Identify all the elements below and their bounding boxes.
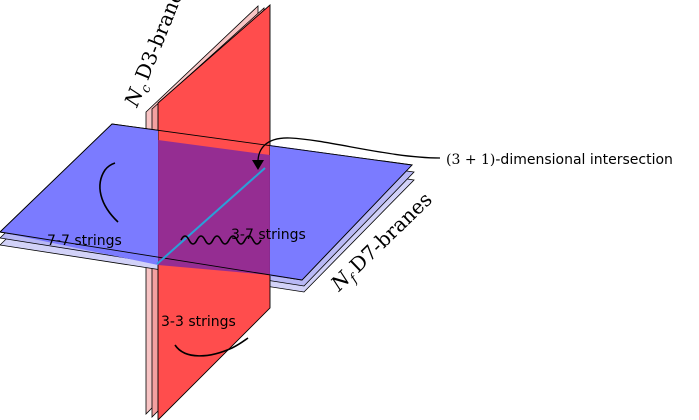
d3-d7-overlap-region: [158, 140, 270, 275]
intersection-line: [156, 167, 266, 265]
intersection-label: (3 + 1)-dimensional intersection: [446, 152, 673, 168]
d3-label-text: D3-branes: [130, 0, 192, 83]
strings-77-label: 7-7 strings: [47, 233, 122, 249]
strings-33-label: 3-3 strings: [161, 314, 236, 330]
string-77-curve: [99, 162, 119, 223]
string-33-curve: [174, 337, 249, 357]
intersection-label-text: -dimensional intersection: [495, 152, 673, 168]
d7-brane-edge: [0, 123, 413, 281]
intersection-label-math: (3 + 1): [446, 152, 495, 168]
d7-brane-front-strip: [0, 124, 158, 265]
intersection-arrow: [257, 137, 441, 163]
string-37-wavy: [180, 235, 262, 245]
strings-37-label: 3-7 strings: [231, 227, 306, 243]
d7-brane-front-strip-right: [270, 145, 412, 280]
intersection-arrow-head: [252, 160, 264, 170]
